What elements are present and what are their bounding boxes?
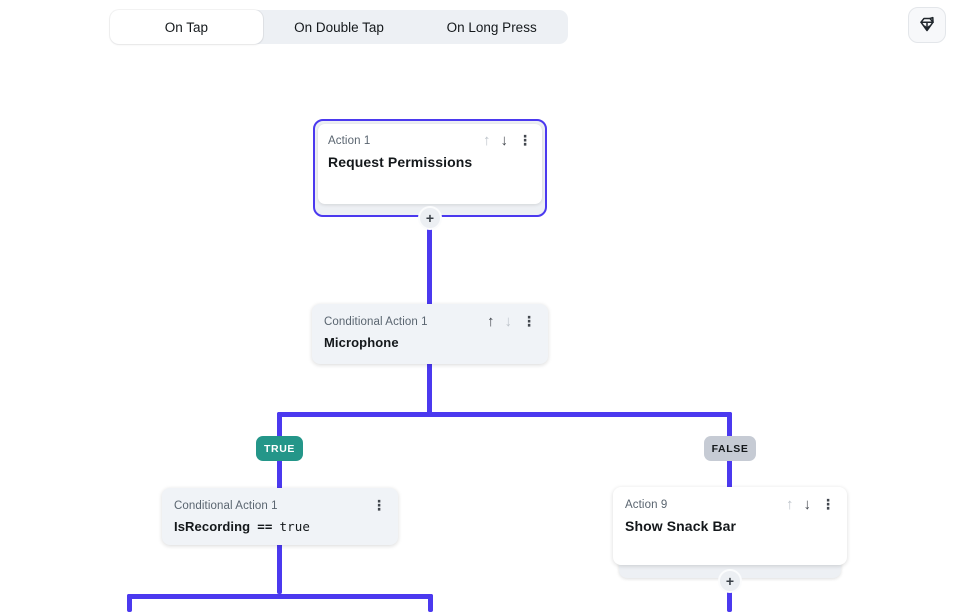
connector-line-vertical-1 — [427, 217, 432, 306]
move-down-icon[interactable]: ↓ — [500, 132, 509, 149]
move-down-icon[interactable]: ↓ — [803, 496, 812, 513]
move-down-icon[interactable]: ↓ — [504, 313, 513, 330]
node-title: Request Permissions — [328, 154, 473, 170]
node-label: Conditional Action 1 — [324, 315, 428, 328]
node-title: Microphone — [324, 335, 399, 350]
connector-line-branch2-left — [127, 594, 132, 612]
conditional-node-microphone[interactable]: Conditional Action 1 ↑ ↓ ⋮ Microphone — [312, 304, 548, 364]
logo-button[interactable] — [908, 7, 946, 43]
node-label: Conditional Action 1 — [174, 499, 278, 512]
branch-true-badge: TRUE — [256, 436, 303, 461]
conditional-node-isrecording[interactable]: Conditional Action 1 ⋮ IsRecording == tr… — [162, 488, 398, 545]
tab-on-double-tap[interactable]: On Double Tap — [294, 19, 384, 35]
condition-right: true — [279, 519, 311, 534]
node-label: Action 1 — [328, 134, 371, 147]
tab-on-tap[interactable]: On Tap — [110, 10, 263, 44]
more-menu-icon[interactable]: ⋮ — [821, 496, 835, 512]
condition-left: IsRecording — [174, 519, 251, 534]
move-up-icon[interactable]: ↑ — [483, 132, 491, 149]
connector-line-branch2-right — [428, 594, 433, 612]
more-menu-icon[interactable]: ⋮ — [372, 497, 386, 513]
node-card-body: Action 1 ↑ ↓ ⋮ Request Permissions — [318, 124, 542, 204]
action-node-show-snack-bar[interactable]: Action 9 ↑ ↓ ⋮ Show Snack Bar — [613, 487, 847, 565]
condition-operator: == — [257, 519, 273, 534]
tab-on-long-press[interactable]: On Long Press — [446, 19, 537, 35]
node-title: Show Snack Bar — [625, 518, 737, 534]
plus-icon: + — [725, 573, 735, 589]
plus-icon: + — [425, 210, 435, 226]
connector-line-branch-horizontal — [277, 412, 732, 417]
connector-line-branch2-horizontal — [127, 594, 433, 599]
more-menu-icon[interactable]: ⋮ — [522, 313, 536, 329]
node-condition: IsRecording == true — [174, 519, 386, 534]
more-menu-icon[interactable]: ⋮ — [518, 132, 532, 148]
event-tabs: On Tap On Double Tap On Long Press — [110, 10, 568, 44]
branch-false-badge: FALSE — [704, 436, 756, 461]
gem-cursor-icon — [917, 15, 937, 35]
node-label: Action 9 — [625, 498, 668, 511]
connector-line-vertical-2 — [427, 362, 432, 415]
move-up-icon[interactable]: ↑ — [786, 496, 794, 513]
add-action-button-2[interactable]: + — [718, 569, 742, 593]
action-node-request-permissions[interactable]: Action 1 ↑ ↓ ⋮ Request Permissions — [313, 119, 547, 217]
add-action-button-1[interactable]: + — [418, 206, 442, 230]
move-up-icon[interactable]: ↑ — [487, 313, 495, 330]
